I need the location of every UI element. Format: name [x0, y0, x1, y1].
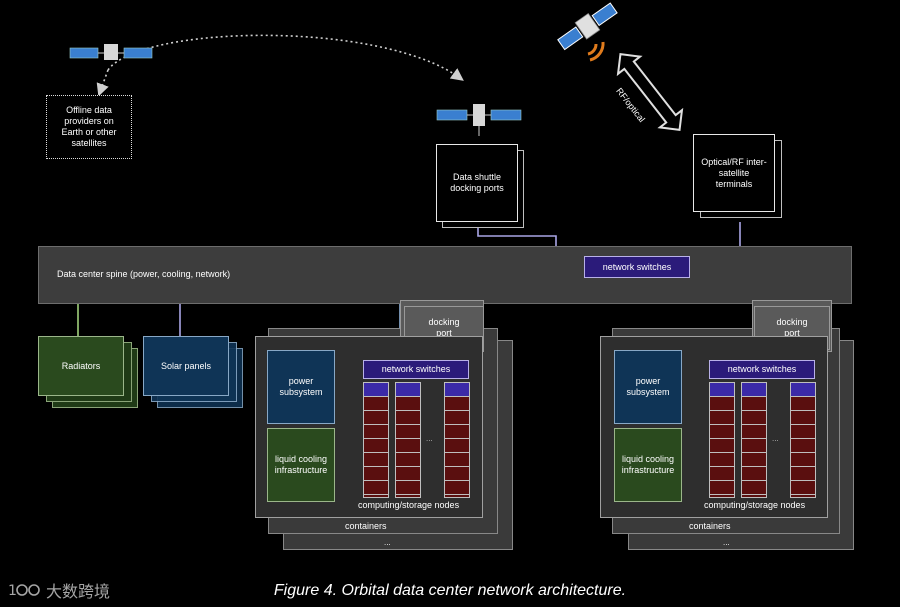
liquid-cooling-left: liquid cooling infrastructure [267, 428, 335, 502]
liquid-cooling-left-label: liquid cooling infrastructure [274, 454, 328, 475]
nodes-label-right: computing/storage nodes [704, 500, 806, 510]
module-right-switches-label: network switches [727, 364, 797, 374]
radiators-box: Radiators [38, 336, 124, 396]
rf-optical-arrow-icon [616, 53, 684, 131]
offline-providers-box: Offline data providers on Earth or other… [46, 95, 132, 159]
signal-waves-icon [587, 41, 605, 62]
liquid-cooling-right-label: liquid cooling infrastructure [621, 454, 675, 475]
liquid-cooling-right: liquid cooling infrastructure [614, 428, 682, 502]
solar-panels-label: Solar panels [160, 360, 212, 371]
rack-left-3 [444, 396, 470, 498]
shuttle-docking-label: Data shuttle docking ports [450, 172, 504, 193]
satellite-comm-icon [557, 2, 618, 51]
rack-right-1 [709, 396, 735, 498]
dotted-arc [107, 34, 464, 81]
watermark-text: 大数跨境 [46, 582, 111, 601]
optical-terminals-box: Optical/RF inter-satellite terminals [693, 134, 775, 212]
dotted-drop [96, 69, 109, 97]
docking-port-right-label: docking port [776, 317, 808, 338]
containers-label-left: containers [345, 521, 387, 531]
solar-panels-box: Solar panels [143, 336, 229, 396]
spine-network-switches: network switches [584, 256, 690, 278]
shuttle-docking-box: Data shuttle docking ports [436, 144, 518, 222]
satellite-middle-icon [436, 104, 522, 136]
module-left-switches: network switches [363, 360, 469, 379]
rack-right-3 [790, 396, 816, 498]
radiators-label: Radiators [61, 360, 101, 371]
power-subsystem-left: power subsystem [267, 350, 335, 424]
offline-providers-label: Offline data providers on Earth or other… [61, 105, 117, 148]
power-subsystem-right: power subsystem [614, 350, 682, 424]
watermark-logo-icon: 1 [8, 583, 40, 599]
spine-label: Data center spine (power, cooling, netwo… [57, 269, 231, 279]
rack-right-2 [741, 396, 767, 498]
spine-switches-label: network switches [602, 261, 672, 272]
nodes-label-left: computing/storage nodes [358, 500, 460, 510]
containers-label-right: containers [689, 521, 731, 531]
watermark: 1 大数跨境 [8, 578, 110, 602]
docking-port-left-label: docking port [428, 317, 460, 338]
ellipsis-left: ... [384, 538, 391, 547]
rack-left-2 [395, 396, 421, 498]
optical-terminals-label: Optical/RF inter-satellite terminals [701, 156, 767, 189]
rack-ellipsis-left: ... [426, 434, 433, 443]
power-subsystem-right-label: power subsystem [626, 376, 670, 397]
figure-caption: Figure 4. Orbital data center network ar… [273, 582, 627, 599]
satellite-left-icon [69, 44, 153, 60]
power-subsystem-left-label: power subsystem [279, 376, 323, 397]
data-center-spine: Data center spine (power, cooling, netwo… [38, 246, 852, 304]
rack-left-1 [363, 396, 389, 498]
svg-text:1: 1 [8, 583, 17, 599]
rack-ellipsis-right: ... [772, 434, 779, 443]
module-left-switches-label: network switches [381, 364, 451, 374]
module-right-switches: network switches [709, 360, 815, 379]
ellipsis-right: ... [723, 538, 730, 547]
